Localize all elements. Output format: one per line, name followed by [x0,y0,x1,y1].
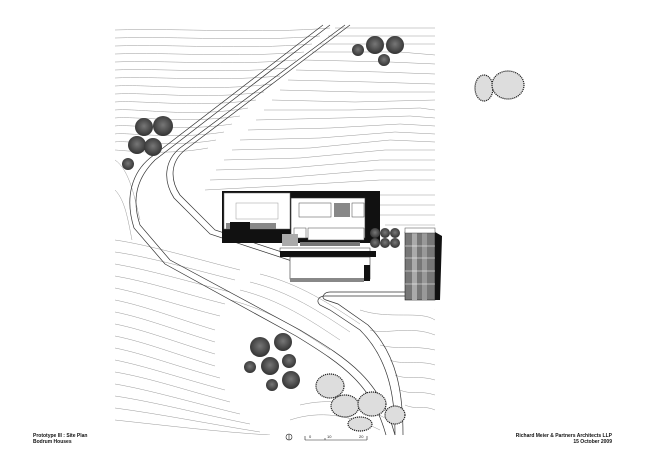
tree-cluster-northwest [122,116,173,170]
north-arrow-icon [285,433,368,441]
rock-outcrop-northeast [474,70,525,102]
drawing-date: 15 October 2009 [573,438,612,445]
scale-tick-10: 10 [327,434,332,439]
scale-tick-0: 0 [309,434,312,439]
credit-block: Richard Meier & Partners Architects LLP … [515,433,612,445]
drawing-title: Prototype III : Site Plan [33,433,88,439]
scale-bar: 0 10 20 [285,433,370,443]
main-house [222,191,380,246]
firm-name: Richard Meier & Partners Architects LLP [515,433,612,439]
pool-terrace [279,247,376,282]
title-block: Prototype III : Site Plan Bodrum Houses [33,433,88,445]
project-name: Bodrum Houses [33,438,72,445]
scale-tick-20: 20 [359,434,364,439]
lower-terrace [230,222,298,246]
rock-outcrop-south [315,373,406,432]
tree-cluster-north [352,36,404,66]
tree-cluster-southwest [244,333,300,391]
tree-cluster-east [370,228,400,248]
guest-wing [404,227,442,301]
